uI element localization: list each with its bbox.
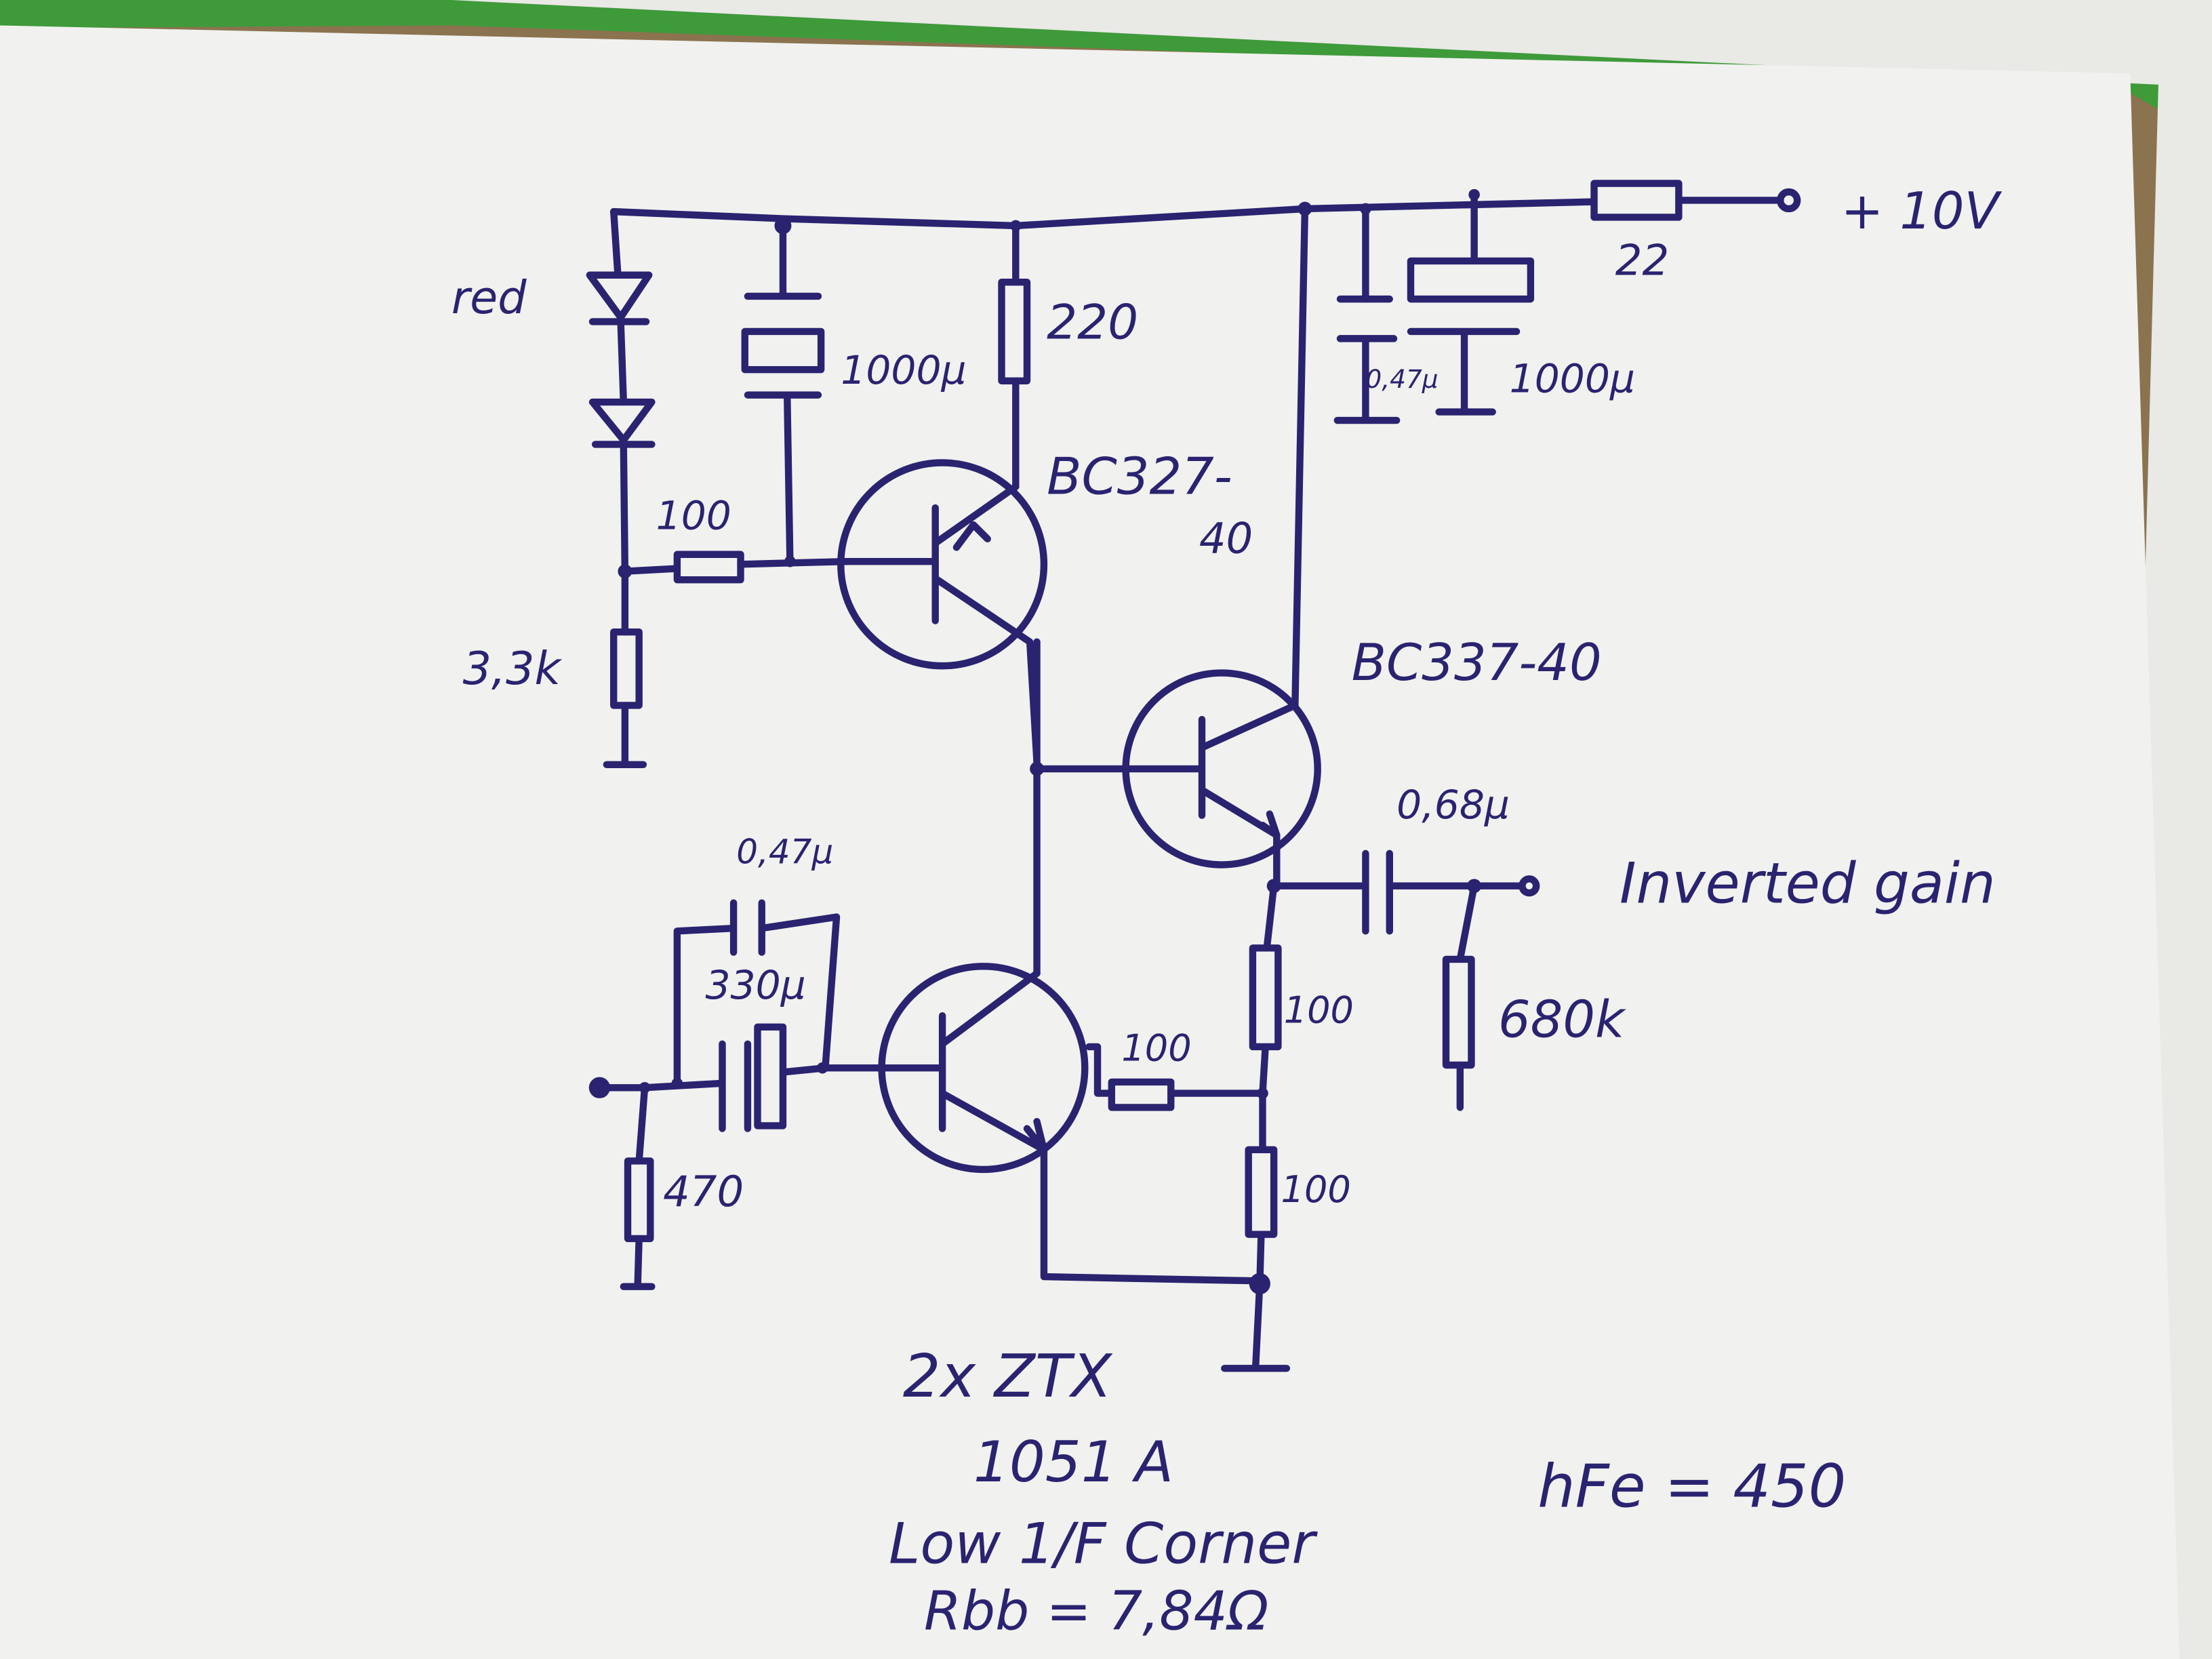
c-in-small-label: 0,47μ [736, 832, 833, 871]
output-label: Inverted gain [1620, 851, 1996, 917]
r-in-label: 470 [663, 1167, 744, 1216]
note-corner: Low 1/F Corner [889, 1511, 1318, 1577]
r-load-label: 680k [1498, 989, 1626, 1049]
r-base-label: 100 [656, 492, 731, 538]
note-rbb: Rbb = 7,84Ω [924, 1580, 1268, 1642]
r-collector-label: 220 [1047, 294, 1138, 350]
circuit-wiring [586, 180, 1801, 1372]
note-transistor: 2x ZTX [903, 1342, 1113, 1411]
c-supply-small-label: 0,47μ [1365, 364, 1438, 394]
q-pnp-label: BC327- [1047, 446, 1232, 506]
r-emitter-label: 100 [1284, 989, 1354, 1032]
c-out-label: 0,68μ [1396, 782, 1510, 828]
note-hfe: hFe = 450 [1537, 1452, 1846, 1521]
paper-sheet [0, 25, 2180, 1659]
q-npn-label: BC337-40 [1352, 633, 1602, 692]
led-color-label: red [451, 271, 527, 324]
c-supply-large-label: 1000μ [1510, 355, 1635, 401]
r-degen-label: 100 [1281, 1168, 1351, 1211]
r-supply-label: 22 [1615, 236, 1669, 285]
r-bias-label: 3,3k [463, 642, 563, 695]
supply-label: + 10V [1841, 181, 2003, 241]
r-fb-label: 100 [1121, 1027, 1191, 1070]
q-pnp-suffix-label: 40 [1199, 514, 1253, 563]
c-in-large-label: 330μ [705, 962, 805, 1008]
note-part: 1051 A [973, 1429, 1173, 1495]
c-ref-label: 1000μ [841, 347, 966, 393]
